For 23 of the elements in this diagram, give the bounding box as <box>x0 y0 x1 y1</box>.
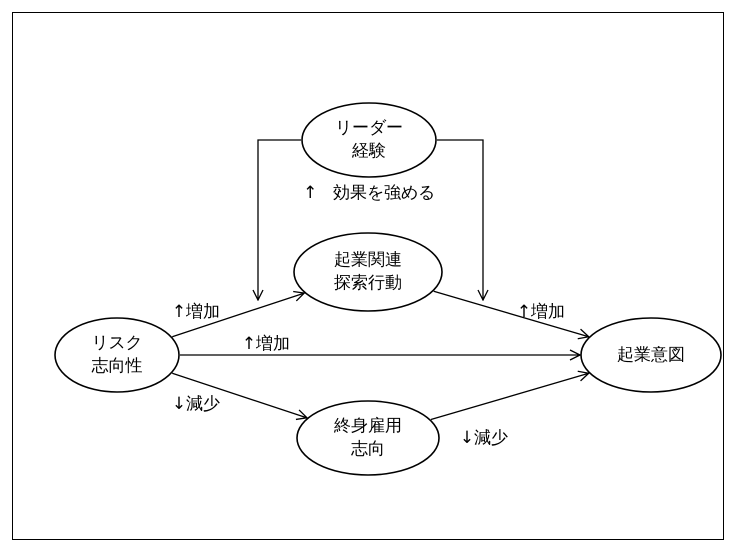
arrow <box>434 290 590 340</box>
arrow <box>430 370 590 420</box>
node-label: 起業関連探索行動 <box>333 249 403 295</box>
ellipse-node <box>580 317 722 393</box>
node-label: リスク志向性 <box>90 332 144 378</box>
effect-note: ↑ 効果を強める <box>303 183 435 203</box>
arrow <box>180 349 581 361</box>
node-label: 終身雇用志向 <box>333 415 403 461</box>
moderation-arrow <box>437 139 489 301</box>
edge-label: ↓減少 <box>460 428 508 448</box>
ellipse-node <box>293 232 443 312</box>
ellipse-node <box>54 317 180 393</box>
node-label: リーダー経験 <box>334 117 404 163</box>
moderation-arrow <box>252 139 301 301</box>
edge-label: ↑増加 <box>242 334 290 354</box>
edge-label: ↑増加 <box>172 302 220 322</box>
node-label: 起業意図 <box>616 344 686 366</box>
ellipse-node <box>301 102 437 178</box>
arrow <box>172 290 305 338</box>
edge-label: ↑増加 <box>516 302 566 322</box>
edge-label: ↓減少 <box>172 394 220 414</box>
ellipse-node <box>296 400 440 476</box>
arrow <box>172 372 308 420</box>
